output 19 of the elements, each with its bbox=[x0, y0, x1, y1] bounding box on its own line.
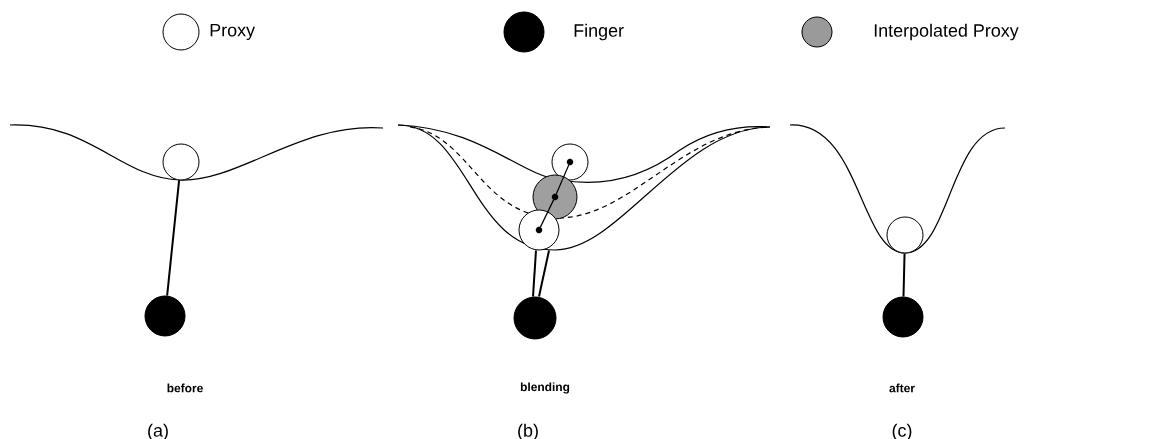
caption: blending bbox=[520, 382, 570, 394]
caption: before bbox=[167, 383, 203, 393]
connector-line bbox=[902, 252, 906, 298]
proxy-circle bbox=[162, 143, 200, 181]
connector-line bbox=[532, 249, 537, 298]
finger-circle bbox=[513, 296, 557, 340]
legend-label: Finger bbox=[574, 23, 624, 41]
proxy-circle bbox=[886, 216, 924, 254]
legend-label: Proxy bbox=[210, 23, 255, 40]
connector-line bbox=[555, 164, 570, 195]
finger-circle bbox=[882, 296, 924, 338]
connector-line bbox=[538, 249, 550, 298]
connector-line bbox=[539, 199, 555, 228]
proxy-circle bbox=[518, 209, 560, 251]
proxy-circle bbox=[551, 143, 589, 181]
connector-line bbox=[166, 179, 181, 297]
finger-circle bbox=[144, 295, 186, 337]
caption: after bbox=[889, 383, 915, 393]
legend-label: Interpolated Proxy bbox=[874, 23, 1019, 41]
